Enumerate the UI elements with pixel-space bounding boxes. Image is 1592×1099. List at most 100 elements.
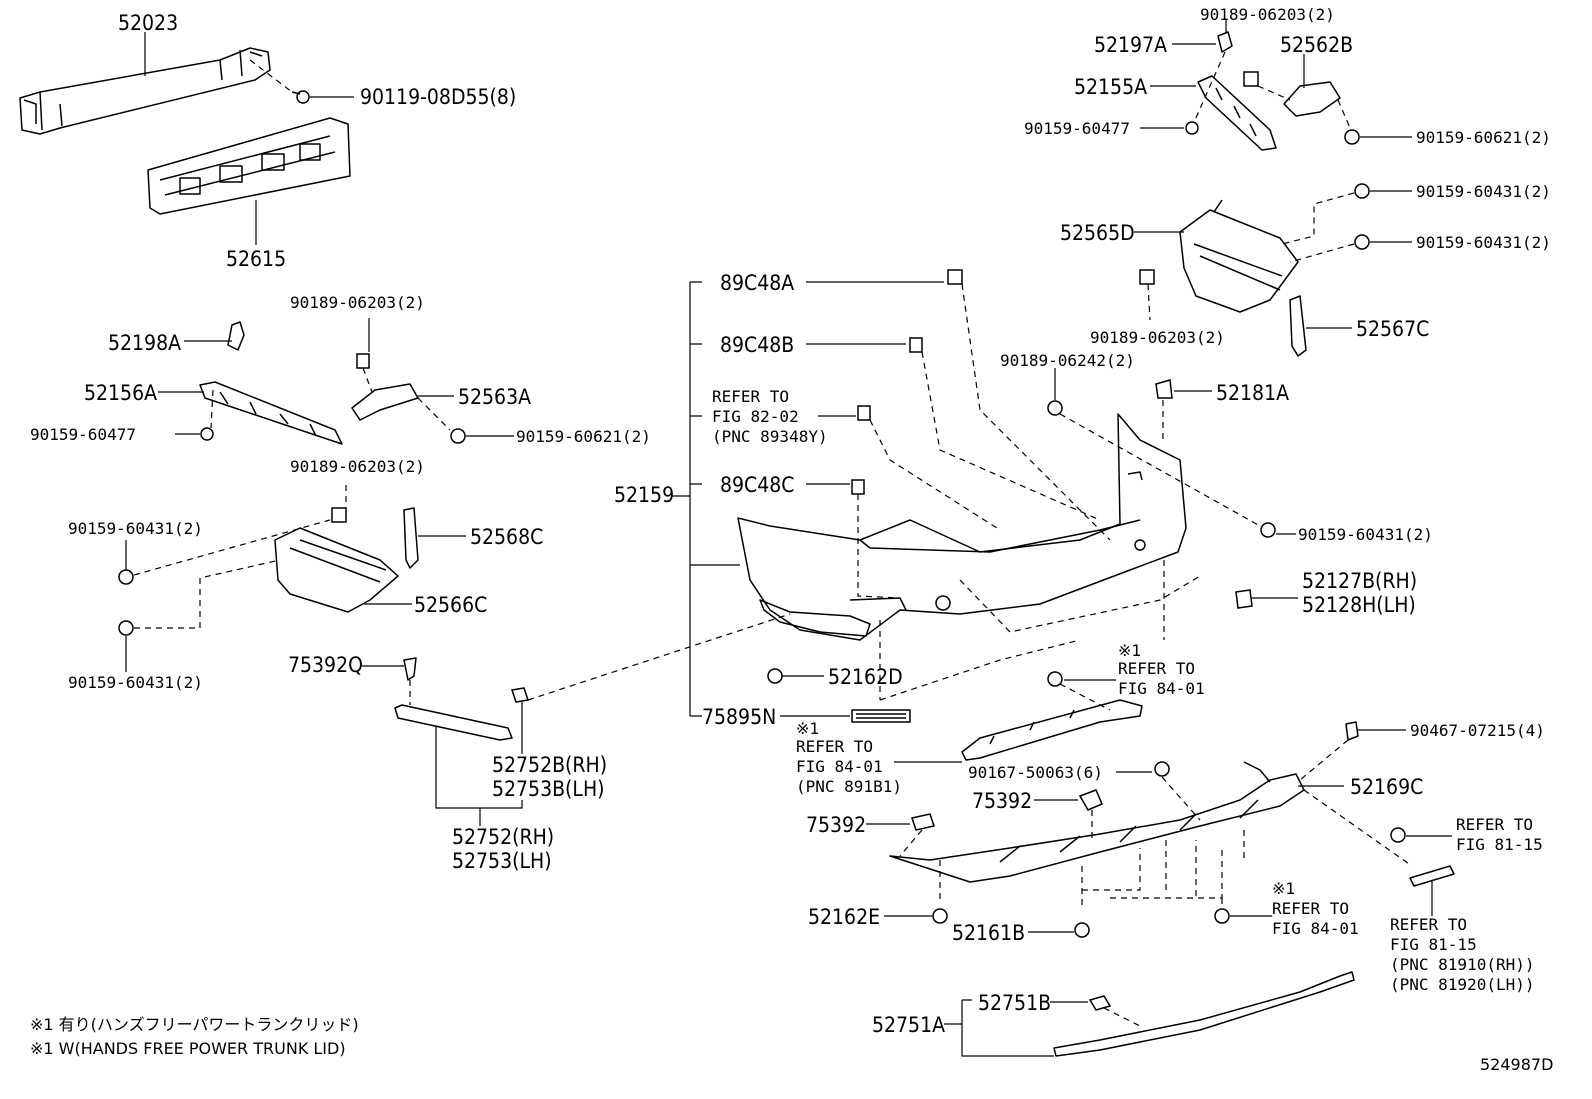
label-refer-to-84-01-891b1-line2: FIG 84-01 [796,757,883,776]
label-refer-to-84-01-891b1-line1: REFER TO [796,737,873,756]
bumper-cover-52159 [737,413,1187,641]
bracket-52565d [1139,199,1299,313]
sensor-hfptl-upper [1047,671,1063,687]
diagram-id: 524987D [1480,1055,1553,1074]
label-52568c: 52568C [470,525,543,549]
label-90159-60431-left-2: 90159-60431(2) [68,673,203,692]
label-52753b-lh: 52753B(LH) [492,777,605,801]
label-52156a: 52156A [84,381,157,405]
bumper-reinforcement-part [19,47,271,135]
label-52562b: 52562B [1280,33,1353,57]
label-refer-to-84-01-891b1-line3: (PNC 891B1) [796,777,902,796]
nut-90189-right-upper [1243,71,1259,87]
label-52565d: 52565D [1060,221,1135,245]
bracket-52566c [274,507,399,613]
label-52751b: 52751B [978,991,1051,1015]
label-89c48c: 89C48C [720,473,794,497]
reflector-52752 [394,704,513,741]
label-90159-60621-left: 90159-60621(2) [516,427,651,446]
cap-52181a [1155,379,1173,399]
label-refer-to-81-15-a-line2: FIG 81-15 [1456,835,1543,854]
label-90159-60477-right: 90159-60477 [1024,119,1130,138]
clip-52162d [767,668,783,684]
clip-52198a [227,321,245,351]
bracket-52563a [351,353,419,421]
label-75895n: 75895N [702,705,776,729]
label-90189-06242: 90189-06242(2) [1000,351,1135,370]
label-refer-to-81-15-b-line3: (PNC 81910(RH)) [1390,955,1535,974]
screw-90159-60477-right [1185,121,1199,135]
label-refer-to-84-01-b-line1: REFER TO [1272,899,1349,918]
retainer-52752b [511,687,529,703]
label-90159-60621-right: 90159-60621(2) [1416,128,1551,147]
screw-90159-60477-left [200,427,214,441]
bolt-90119 [291,90,310,104]
clip-52197a [1217,31,1233,53]
screw-90167 [1154,761,1170,777]
screw-90159-60431-right-3 [1260,522,1276,538]
label-52563a: 52563A [458,385,531,409]
footnote-english: ※1 W(HANDS FREE POWER TRUNK LID) [30,1039,346,1058]
retainer-89348y [857,405,871,421]
label-90189-06203-top: 90189-06203(2) [1200,5,1335,24]
clip-52161b [1074,922,1090,938]
label-52155a: 52155A [1074,75,1147,99]
nut-90189-right-lower [1139,269,1155,285]
bumper-absorber-part [147,117,351,215]
retainer-89c48b [909,337,923,353]
label-52162e: 52162E [808,905,880,929]
label-75392q: 75392Q [288,653,363,677]
screw-90159-60621-right [1344,129,1360,145]
label-refer-to-81-15-b-line1: REFER TO [1390,915,1467,934]
sensor-pad-75895n [851,709,911,723]
label-90159-60431-right-3: 90159-60431(2) [1298,525,1433,544]
screw-90159-60431-right-1 [1354,183,1370,199]
label-52752-rh: 52752(RH) [452,825,554,849]
label-52197a: 52197A [1094,33,1167,57]
label-52127b-rh: 52127B(RH) [1302,569,1417,593]
label-75392-a: 75392 [806,813,866,837]
label-90159-60431-right-2: 90159-60431(2) [1416,233,1551,252]
label-52023: 52023 [118,11,178,35]
label-refer-to-84-01-b-line2: FIG 84-01 [1272,919,1359,938]
retainer-89c48a [947,269,963,285]
bracket-52562b [1283,81,1341,117]
label-89c48b: 89C48B [720,333,794,357]
screw-90159-60621-left [450,428,466,444]
label-90167-50063: 90167-50063(6) [968,763,1103,782]
reflector-81910 [1409,865,1455,887]
label-52169c: 52169C [1350,775,1423,799]
retainer-52156a [199,381,343,445]
lower-cover-52169c [889,761,1305,883]
label-90189-06203-left-1: 90189-06203(2) [290,293,425,312]
clip-90467 [1345,721,1359,741]
cover-52127b [1235,589,1253,609]
label-refer-to-84-01-a-mark: ※1 [1118,641,1141,660]
label-90189-06203-left-2: 90189-06203(2) [290,457,425,476]
label-52753-lh: 52753(LH) [452,849,552,873]
clip-75392q [403,657,417,681]
label-52615: 52615 [226,247,286,271]
label-52751a: 52751A [872,1013,945,1037]
piece-52567c [1289,295,1307,357]
label-52159: 52159 [614,483,674,507]
piece-52568c [403,507,419,569]
label-90189-06203-right-2: 90189-06203(2) [1090,328,1225,347]
label-52198a: 52198A [108,331,181,355]
label-refer-to-82-02-line3: (PNC 89348Y) [712,427,828,446]
sensor-bracket-hfptl [961,699,1143,761]
label-90467-07215: 90467-07215(4) [1410,721,1545,740]
moulding-52751a [1053,971,1355,1057]
label-90159-60477-left: 90159-60477 [30,425,136,444]
sensor-hfptl-lower [1214,908,1230,924]
label-89c48a: 89C48A [720,271,794,295]
retainer-89c48c [851,479,865,495]
nut-90189-left-lower [331,507,347,523]
nut-90189-06242 [1047,400,1063,416]
label-52181a: 52181A [1216,381,1289,405]
label-90159-60431-left-1: 90159-60431(2) [68,519,203,538]
screw-90159-60431-left-2 [118,620,134,636]
retainer-52155a [1197,75,1277,151]
